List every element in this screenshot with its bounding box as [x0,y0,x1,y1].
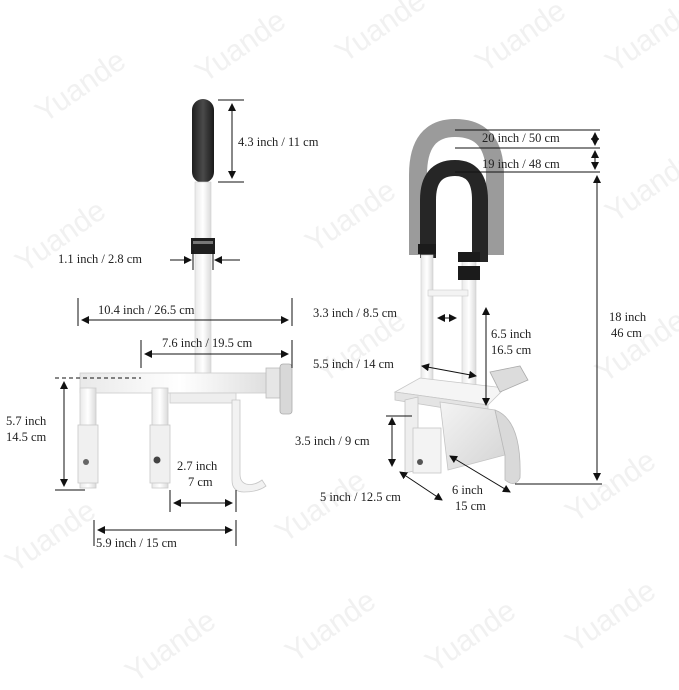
clamp-hook [231,399,267,493]
inner-arc-grip [420,159,488,262]
base-depth-label: 5 inch / 12.5 cm [320,490,401,504]
plate-height-label: 3.5 inch / 9 cm [295,434,370,448]
left-dimension-lines [55,99,293,546]
clamp-gap-inch-label: 2.7 inch [177,459,218,473]
leg-height-inch-label: 5.7 inch [6,414,47,428]
outer-arc [409,118,504,255]
right-dimension-lines [386,129,602,501]
right-product-angle-view [393,118,529,484]
total-height-inch-label: 18 inch [609,310,647,324]
upper-height-cm-label: 16.5 cm [491,343,532,357]
inner-width-label: 7.6 inch / 19.5 cm [162,336,253,350]
total-height-cm-label: 46 cm [611,326,642,340]
bar-spacing-label: 3.3 inch / 8.5 cm [313,306,398,320]
horizontal-bracket [79,372,281,394]
inner-arc-label: 19 inch / 48 cm [482,157,560,171]
handle-grip [192,99,214,183]
collar [191,238,215,254]
clamp-gap-cm-label: 7 cm [188,475,213,489]
base-width-label: 5.9 inch / 15 cm [96,536,177,550]
outer-arc-label: 20 inch / 50 cm [482,131,560,145]
base-width-inch-label: 6 inch [452,483,483,497]
vertical-bar [194,181,212,398]
bar-diameter-label: 1.1 inch / 2.8 cm [58,252,143,266]
handle-height-label: 4.3 inch / 11 cm [238,135,319,149]
bracket-depth-label: 5.5 inch / 14 cm [313,357,394,371]
leg-height-cm-label: 14.5 cm [6,430,47,444]
left-product-side-view [77,99,293,493]
clamp-knob [279,363,293,415]
overall-width-label: 10.4 inch / 26.5 cm [98,303,195,317]
base-width-cm-label: 15 cm [455,499,486,513]
clamp-knob-right [489,365,529,393]
upper-height-inch-label: 6.5 inch [491,327,532,341]
